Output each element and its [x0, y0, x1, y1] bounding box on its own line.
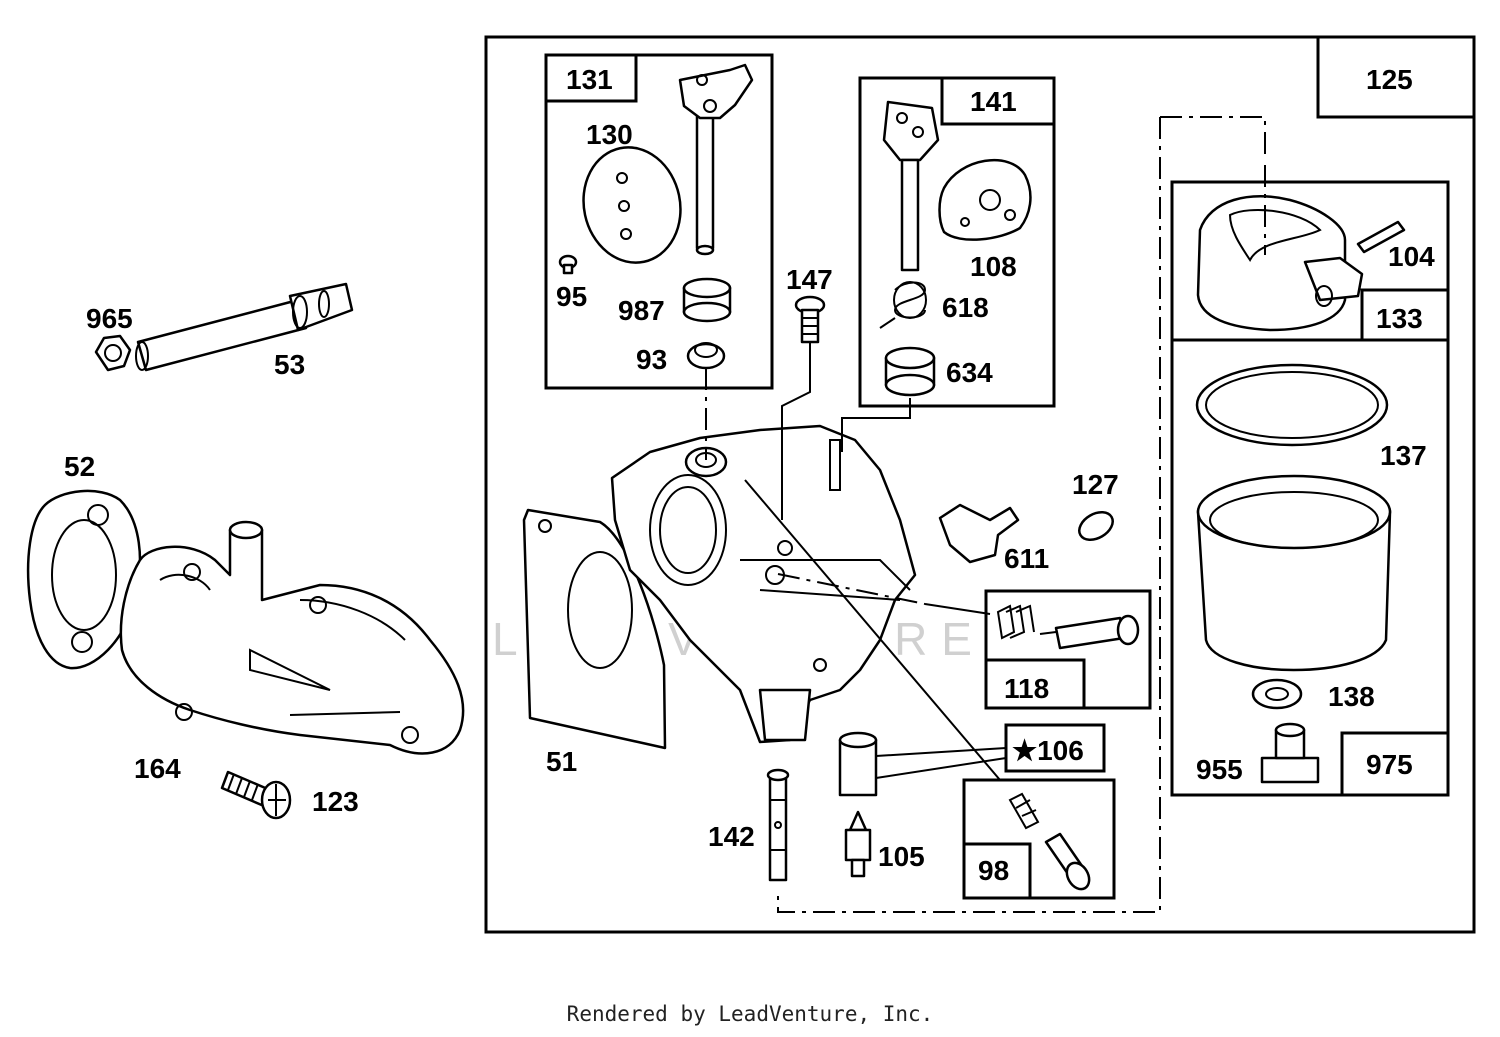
box-975-bowl-kit	[1170, 338, 1450, 797]
label-147: 147	[786, 264, 833, 295]
label-98: 98	[978, 855, 1009, 886]
label-123: 123	[312, 786, 359, 817]
label-105: 105	[878, 841, 925, 872]
label-127: 127	[1072, 469, 1119, 500]
part-611-fitting-drawing	[938, 503, 1020, 564]
label-130: 130	[586, 119, 633, 150]
carburetor-body-drawing	[610, 424, 917, 744]
part-987-seal-drawing	[682, 277, 732, 323]
part-108-throttle-plate-drawing	[938, 159, 1032, 241]
label-51: 51	[546, 746, 577, 777]
label-106: ★106	[1012, 735, 1084, 766]
label-618: 618	[942, 292, 989, 323]
part-105-needle-drawing	[844, 810, 872, 878]
part-147-screw-drawing	[794, 295, 826, 344]
part-123-screw-drawing	[220, 770, 292, 820]
tag-118-box	[984, 658, 1086, 710]
part-53-fuel-tube-drawing	[135, 282, 354, 372]
part-975-float-bowl-drawing	[1196, 474, 1392, 672]
part-127-washer-drawing	[1078, 511, 1114, 541]
part-618-spring-drawing	[879, 281, 927, 329]
part-93-bushing-drawing	[686, 342, 726, 370]
part-138-washer-drawing	[1251, 678, 1303, 710]
part-130-choke-plate-drawing	[582, 146, 682, 264]
label-133: 133	[1376, 303, 1423, 334]
label-104: 104	[1388, 241, 1435, 272]
label-965: 965	[86, 303, 133, 334]
box-98-screw-kit	[962, 778, 1116, 900]
leader-lines	[705, 165, 1266, 781]
label-93: 93	[636, 344, 667, 375]
kit-outline	[777, 116, 1266, 913]
label-108: 108	[970, 251, 1017, 282]
part-955-bowl-nut-drawing	[1260, 722, 1320, 784]
label-141: 141	[970, 86, 1017, 117]
part-137-gasket-drawing	[1195, 363, 1389, 447]
part-965-nut-drawing	[94, 334, 132, 372]
label-142: 142	[708, 821, 755, 852]
label-53: 53	[274, 349, 305, 380]
tag-131-box	[544, 53, 638, 103]
label-164: 164	[134, 753, 181, 784]
part-106-nozzle-drawing	[838, 731, 878, 797]
part-118-needle-drawing	[996, 604, 1140, 650]
part-95-screw-drawing	[558, 254, 578, 275]
part-141-throttle-shaft-drawing	[882, 100, 940, 272]
label-95: 95	[556, 281, 587, 312]
label-634: 634	[946, 357, 993, 388]
label-131: 131	[566, 64, 613, 95]
part-52-gasket-drawing	[26, 489, 142, 670]
part-104-pin-drawing	[1356, 220, 1406, 254]
box-131-choke-kit	[544, 53, 774, 390]
label-955: 955	[1196, 754, 1243, 785]
part-133-float-drawing	[1196, 195, 1364, 332]
main-assembly-box	[484, 35, 1476, 934]
label-137: 137	[1380, 440, 1427, 471]
label-118: 118	[1004, 673, 1049, 704]
label-52: 52	[64, 451, 95, 482]
label-975: 975	[1366, 749, 1413, 780]
part-142-emulsion-tube-drawing	[766, 768, 790, 882]
label-987: 987	[618, 295, 665, 326]
tag-975-box	[1340, 731, 1450, 797]
tag-125-box	[1316, 35, 1476, 119]
label-611: 611	[1004, 543, 1049, 574]
part-131-choke-shaft-drawing	[678, 63, 754, 256]
tag-98-box	[962, 842, 1032, 900]
part-634-bushing-drawing	[884, 346, 936, 397]
label-138: 138	[1328, 681, 1375, 712]
footer-credit: Rendered by LeadVenture, Inc.	[566, 1002, 934, 1026]
part-98-screw-drawing	[1008, 792, 1091, 891]
label-125: 125	[1366, 64, 1413, 95]
tag-141-box	[940, 76, 1056, 126]
part-164-intake-elbow-drawing	[119, 520, 465, 755]
